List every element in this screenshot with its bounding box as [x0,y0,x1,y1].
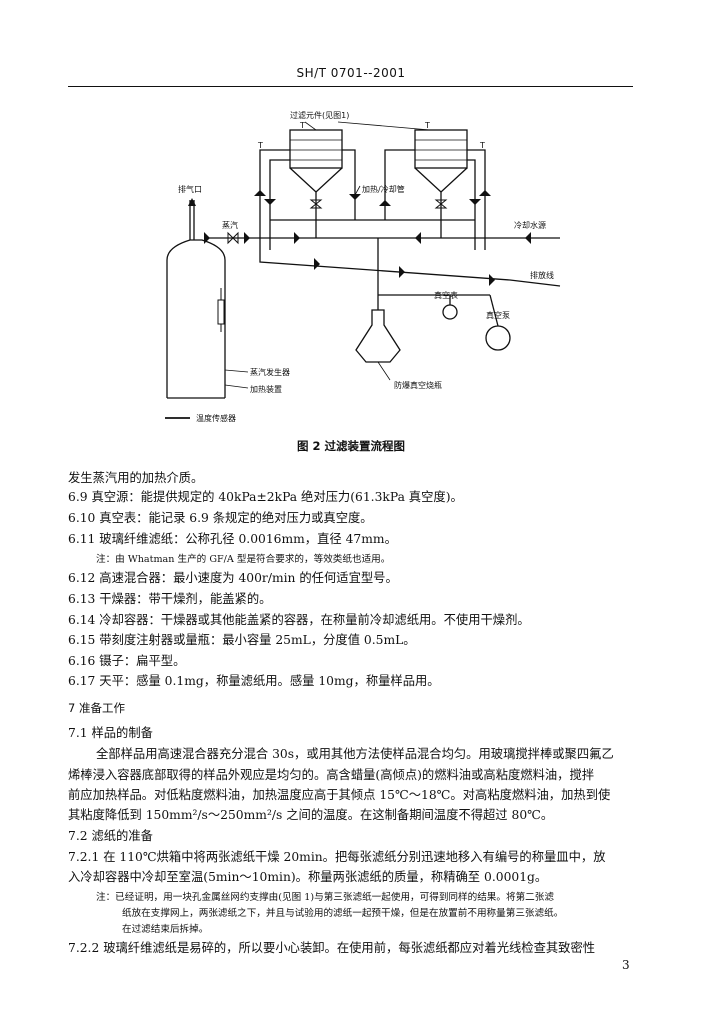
body-line: 6.14 冷却容器：干燥器或其他能盖紧的容器，在称量前冷却滤纸用。不使用干燥剂。 [68,613,530,627]
note-line: 纸放在支撑网上，两张滤纸之下，并且与试验用的滤纸一起预干燥，但是在放置前不用称量… [122,908,564,919]
t-mark: T [424,121,430,130]
label-heating-device: 加热装置 [250,384,282,394]
label-steam-generator: 蒸汽发生器 [250,367,290,377]
body-line: 6.13 干燥器：带干燥剂，能盖紧的。 [68,592,272,606]
body-line: 全部样品用高速混合器充分混合 30s，或用其他方法使样品混合均匀。用玻璃搅拌棒或… [96,747,614,761]
body-line: 6.12 高速混合器：最小速度为 400r/min 的任何适宜型号。 [68,571,398,585]
body-line: 6.15 带刻度注射器或量瓶：最小容量 25mL，分度值 0.5mL。 [68,633,416,647]
label-vacuum-pump: 真空泵 [486,310,510,320]
label-temperature-sensor: 温度传感器 [196,413,236,423]
t-mark: T [479,141,485,150]
running-header: SH/T 0701--2001 [296,66,406,80]
body-line: 烯棒浸入容器底部取得的样品外观应是均匀的。高含蜡量(高倾点)的燃料油或高粘度燃料… [68,768,595,782]
label-explosion-proof-flask: 防爆真空烧瓶 [394,380,442,390]
label-drain-line: 排放线 [530,270,554,280]
label-cooling-water: 冷却水源 [514,220,546,230]
t-mark: T [257,141,263,150]
t-mark: T [299,121,305,130]
body-line: 6.17 天平：感量 0.1mg，称量滤纸用。感量 10mg，称量样品用。 [68,674,440,688]
body-line: 其粘度降低到 150mm²/s～250mm²/s 之间的温度。在这制备期间温度不… [68,808,554,822]
body-line: 6.16 镊子：扁平型。 [68,654,186,668]
label-filter-element: 过滤元件(见图1) [290,110,349,120]
body-line: 前应加热样品。对低粘度燃料油，加热温度应高于其倾点 15℃～18℃。对高粘度燃料… [68,788,611,802]
section-heading: 7 准备工作 [68,701,125,715]
subsection-heading: 7.2 滤纸的准备 [68,829,153,843]
label-exhaust: 排气口 [178,184,202,194]
note-line: 在过滤结束后拆掉。 [122,924,209,935]
label-vacuum-gauge: 真空表 [434,290,458,300]
label-heating-cooling-pipe: 加热/冷却管 [362,184,405,194]
header-rule [68,86,633,87]
body-line: 发生蒸汽用的加热介质。 [68,471,204,485]
body-line: 入冷却容器中冷却至室温(5min～10min)。称量两张滤纸的质量，称精确至 0… [68,870,548,884]
note-line: 注：已经证明，用一块孔金属丝网约支撑由(见图 1)与第三张滤纸一起使用，可得到同… [96,892,554,903]
note-line: 注：由 Whatman 生产的 GF/A 型是符合要求的，等效类纸也适用。 [96,554,391,565]
body-line: 6.11 玻璃纤维滤纸：公称孔径 0.0016mm，直径 47mm。 [68,532,397,546]
figure-caption: 图 2 过滤装置流程图 [296,439,405,453]
subsection-heading: 7.1 样品的制备 [68,726,153,740]
page-number: 3 [622,958,630,972]
body-line: 6.10 真空表：能记录 6.9 条规定的绝对压力或真空度。 [68,511,373,525]
filtration-apparatus-diagram: 过滤元件(见图1) 加热/冷却管 排气口 蒸汽 冷却水源 排放线 真空表 真空泵… [165,110,561,423]
label-steam: 蒸汽 [222,220,238,230]
body-line: 7.2.1 在 110℃烘箱中将两张滤纸干燥 20min。把每张滤纸分别迅速地移… [68,850,606,864]
body-line: 6.9 真空源：能提供规定的 40kPa±2kPa 绝对压力(61.3kPa 真… [68,490,463,504]
body-line: 7.2.2 玻璃纤维滤纸是易碎的，所以要小心装卸。在使用前，每张滤纸都应对着光线… [68,941,596,955]
steam-generator-vessel [166,239,226,398]
